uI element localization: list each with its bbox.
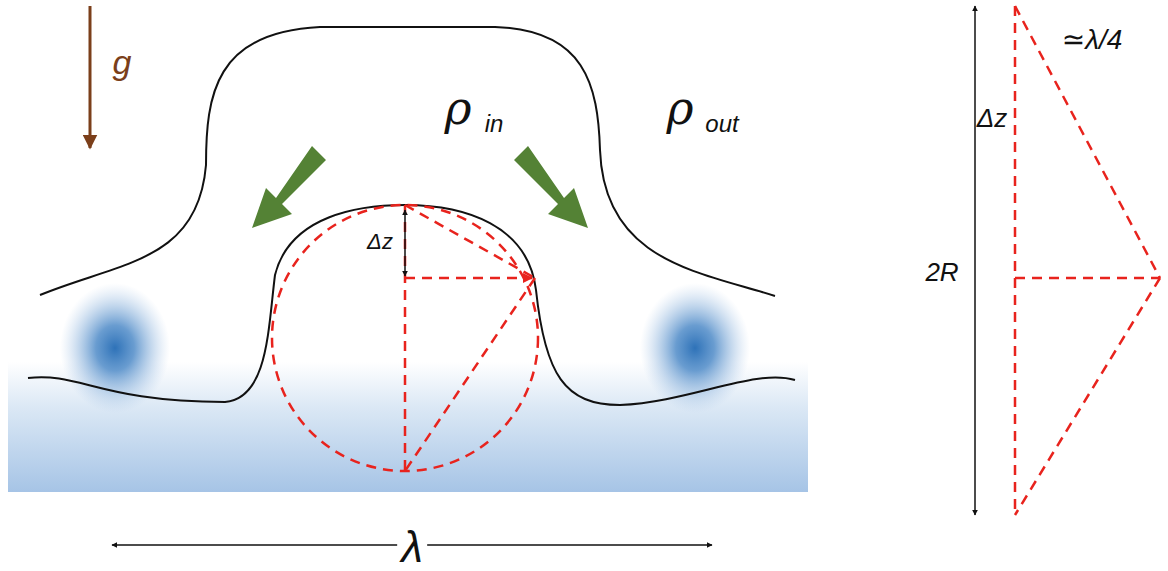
gravity-arrow (89, 6, 92, 148)
density-subscript: out (705, 112, 738, 136)
diameter-arrow (974, 6, 976, 515)
height-label: Δz (977, 105, 1007, 131)
height-label: Δz (367, 231, 393, 253)
gravity-symbol: g (113, 45, 132, 79)
density-symbol: ρ (666, 85, 693, 131)
wavelength-label: λ (397, 525, 427, 569)
inner-interface (28, 205, 795, 405)
outer-interface (40, 27, 775, 296)
quarter-wavelength-label: ≃λ/4 (1058, 26, 1127, 54)
vortex (60, 283, 170, 413)
density-subscript: in (485, 112, 504, 136)
dz-arrow (404, 210, 406, 276)
triangle-construction (1015, 6, 1160, 515)
circle-construction (272, 205, 538, 471)
flow-arrows (252, 146, 588, 228)
diameter-label: 2R (925, 259, 958, 285)
density-symbol: ρ (444, 85, 471, 131)
